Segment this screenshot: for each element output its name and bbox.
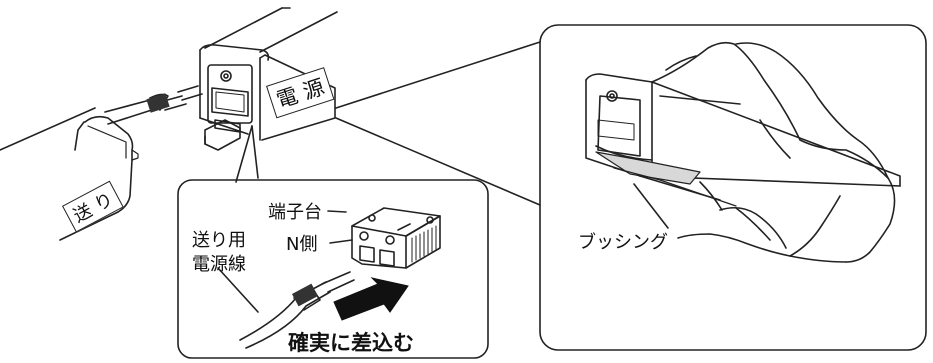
hand-outline	[651, 41, 896, 263]
mounting-bracket	[204, 119, 241, 151]
feed-wires	[104, 85, 203, 125]
insert-arrow	[333, 277, 409, 321]
feed-wire-label-line1: 送り用	[192, 230, 246, 251]
feed-wire-label-line2: 電源線	[192, 254, 246, 275]
bushing-leader	[633, 183, 669, 229]
n-side-label: N側	[286, 234, 318, 255]
inset-pointer-right	[251, 125, 259, 179]
inset-pointer-left	[235, 125, 253, 183]
terminal-block-drawing	[351, 207, 441, 269]
feed-fixture	[0, 107, 139, 241]
terminal-block-label: 端子台	[268, 202, 322, 223]
photo-callout-frame	[539, 24, 927, 351]
bushing-label: ブッシング	[578, 232, 668, 253]
main-fixture-housing	[199, 7, 338, 141]
insert-firmly-label: 確実に差込む	[288, 331, 414, 355]
inset-callout-frame	[177, 179, 489, 359]
